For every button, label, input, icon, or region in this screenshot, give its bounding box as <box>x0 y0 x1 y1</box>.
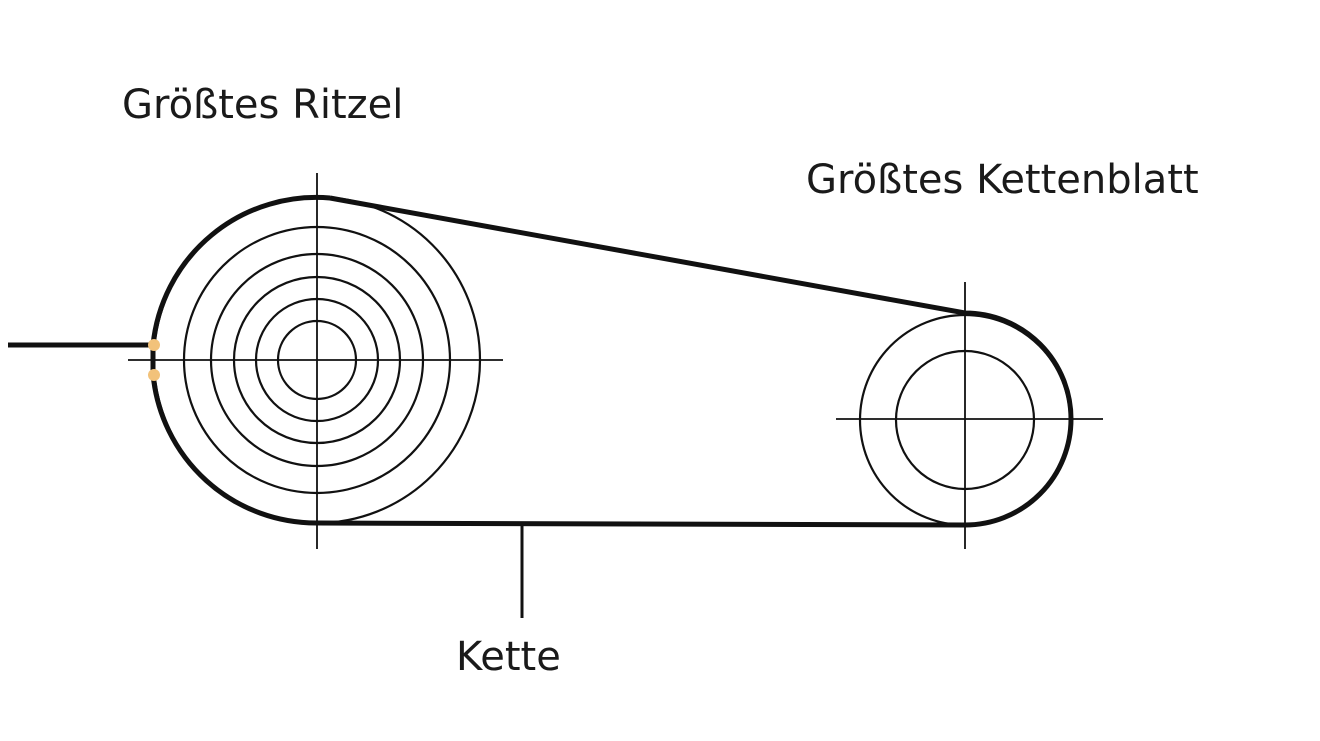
label-largest-cog: Größtes Ritzel <box>122 82 403 128</box>
chain-path <box>150 194 1074 528</box>
chainring <box>836 282 1103 549</box>
label-chain: Kette <box>456 634 561 680</box>
label-largest-chainring: Größtes Kettenblatt <box>806 157 1199 203</box>
pulley-dot-upper <box>148 339 160 351</box>
cassette <box>128 173 503 549</box>
pulley-dot-lower <box>148 369 160 381</box>
